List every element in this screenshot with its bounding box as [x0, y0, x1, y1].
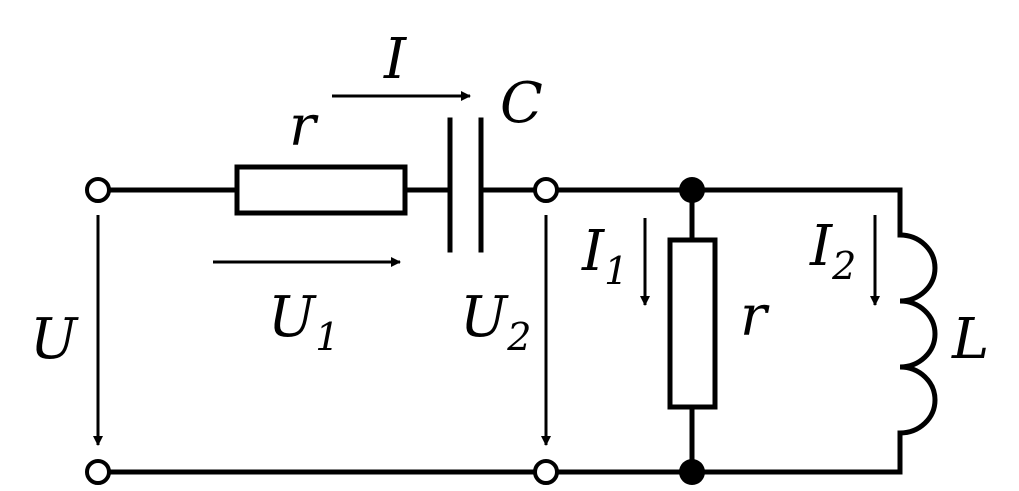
series-resistor — [234, 164, 408, 216]
label-voltage-u: U — [30, 307, 79, 372]
terminal-mid-bottom — [533, 459, 559, 485]
terminal-input-bottom — [85, 459, 111, 485]
label-current-i: I — [383, 27, 408, 92]
label-current-i2-sub: 2 — [831, 244, 856, 288]
label-current-i2-base: I — [809, 214, 834, 279]
label-shunt-resistor: r — [740, 284, 770, 349]
label-voltage-u1: U1 — [268, 285, 339, 359]
label-voltage-u2-base: U — [460, 285, 509, 350]
label-current-i2: I2 — [809, 214, 856, 288]
label-series-resistor: r — [289, 94, 319, 159]
label-current-i1-sub: 1 — [604, 249, 628, 293]
shunt-resistor — [667, 237, 718, 410]
junction-dot-bottom — [679, 459, 705, 485]
label-voltage-u2-sub: 2 — [506, 315, 531, 359]
label-inductor: L — [951, 307, 989, 372]
label-capacitor: C — [500, 71, 543, 136]
terminal-input-top — [85, 177, 111, 203]
label-current-i1: I1 — [581, 219, 628, 293]
label-voltage-u1-sub: 1 — [315, 315, 339, 359]
label-voltage-u2: U2 — [460, 285, 531, 359]
terminal-mid-top — [533, 177, 559, 203]
label-voltage-u1-base: U — [268, 285, 317, 350]
label-current-i1-base: I — [581, 219, 606, 284]
inductor-coil — [897, 232, 938, 436]
junction-dot-top — [679, 177, 705, 203]
